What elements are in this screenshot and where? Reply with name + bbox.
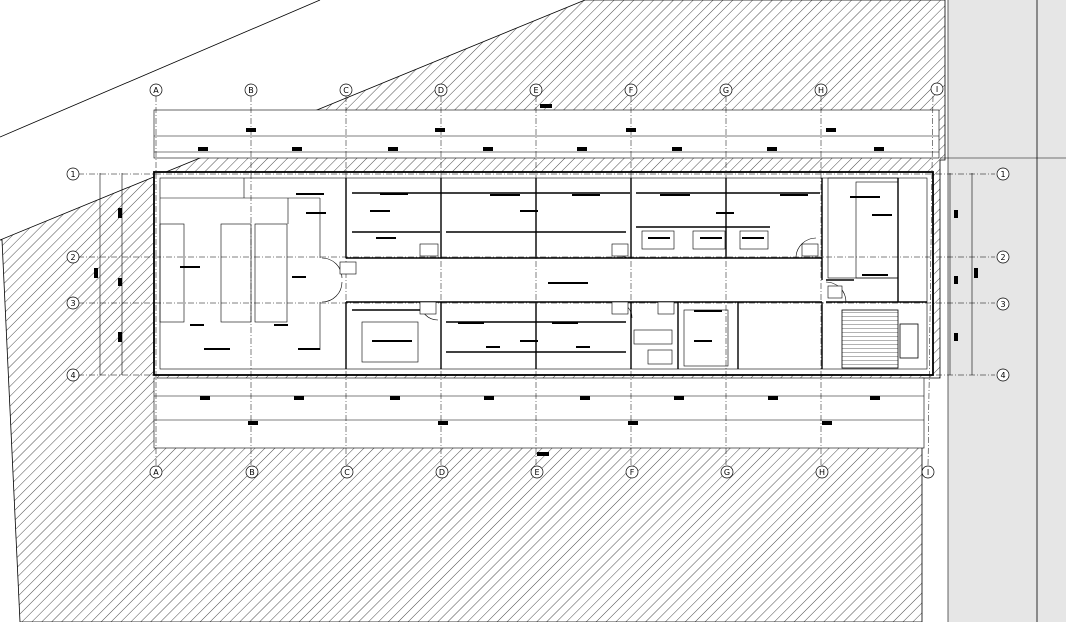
grid-bubble-1-right: 1 [996, 167, 1010, 181]
grid-bubble-h-top: H [814, 83, 828, 97]
grid-bubble-b-bottom: B [245, 465, 259, 479]
grid-bubble-4-right: 4 [996, 368, 1010, 382]
svg-text:2: 2 [1000, 253, 1005, 262]
svg-text:4: 4 [1000, 371, 1005, 380]
grid-bubble-2-left: 2 [66, 250, 80, 264]
column-bubbles-top: A B C D E F G H I [149, 82, 944, 97]
grid-bubble-i-top: I [930, 82, 944, 96]
column-bubbles-bottom: A B C D E F G H I [149, 465, 935, 479]
svg-text:G: G [724, 468, 730, 477]
room-fixtures [361, 177, 899, 367]
grid-bubble-f-top: F [624, 83, 638, 97]
grid-bubble-e-bottom: E [530, 465, 544, 479]
svg-text:E: E [534, 468, 539, 477]
bottom-dimensions [153, 377, 925, 449]
top-dimensions [153, 109, 940, 159]
svg-text:3: 3 [70, 299, 75, 308]
side-panel [948, 0, 1066, 622]
svg-text:D: D [439, 468, 445, 477]
grid-bubble-d-bottom: D [435, 465, 449, 479]
grid-bubble-a-bottom: A [149, 465, 163, 479]
grid-bubble-c-top: C [339, 83, 353, 97]
svg-text:1: 1 [1000, 170, 1005, 179]
grid-bubble-a-top: A [149, 83, 163, 97]
row-bubbles-left: 1 2 3 4 [66, 167, 80, 382]
svg-text:B: B [249, 468, 255, 477]
svg-text:I: I [936, 85, 938, 94]
grid-bubble-f-bottom: F [625, 465, 639, 479]
grid-bubble-i-bottom: I [921, 465, 935, 479]
svg-text:C: C [344, 468, 350, 477]
stair-treads [841, 309, 899, 369]
grid-bubble-2-right: 2 [996, 250, 1010, 264]
svg-text:D: D [438, 86, 444, 95]
grid-bubble-4-left: 4 [66, 368, 80, 382]
grid-bubble-3-right: 3 [996, 297, 1010, 311]
svg-text:C: C [343, 86, 349, 95]
grid-bubble-g-top: G [719, 83, 733, 97]
svg-text:A: A [153, 86, 159, 95]
grid-lines [78, 95, 995, 467]
svg-text:F: F [630, 468, 635, 477]
svg-text:H: H [819, 468, 825, 477]
grid-bubble-b-top: B [244, 83, 258, 97]
svg-text:G: G [723, 86, 729, 95]
grid-bubble-c-bottom: C [340, 465, 354, 479]
svg-text:2: 2 [70, 253, 75, 262]
building-footprint [153, 171, 934, 376]
grid-bubble-1-left: 1 [66, 167, 80, 181]
grid-bubble-3-left: 3 [66, 296, 80, 310]
grid-bubble-h-bottom: H [815, 465, 829, 479]
grid-bubble-g-bottom: G [720, 465, 734, 479]
grid-bubble-d-top: D [434, 83, 448, 97]
svg-text:I: I [927, 468, 929, 477]
row-bubbles-right: 1 2 3 4 [996, 167, 1010, 382]
svg-text:3: 3 [1000, 300, 1005, 309]
svg-text:B: B [248, 86, 254, 95]
hall-fixtures [159, 178, 321, 350]
svg-text:F: F [629, 86, 634, 95]
svg-text:E: E [533, 86, 538, 95]
svg-text:A: A [153, 468, 159, 477]
grid-bubble-e-top: E [529, 83, 543, 97]
svg-text:H: H [818, 86, 824, 95]
svg-text:4: 4 [70, 371, 75, 380]
svg-text:1: 1 [70, 170, 75, 179]
